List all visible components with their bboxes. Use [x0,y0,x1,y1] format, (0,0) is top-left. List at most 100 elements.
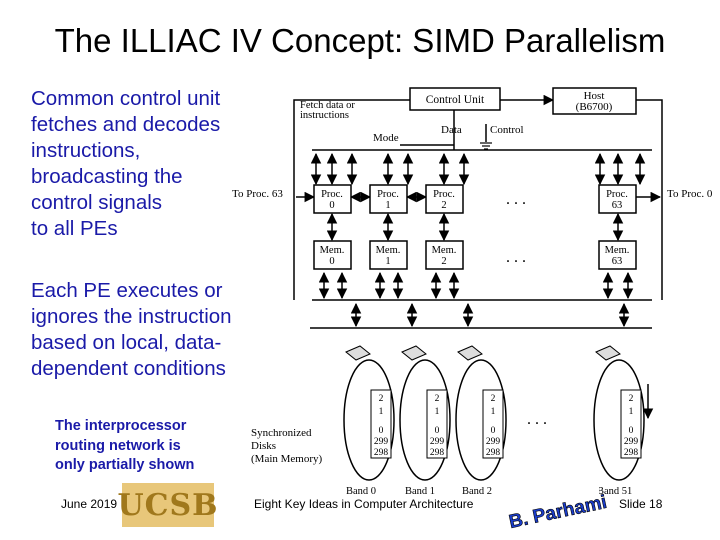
disk-row: 298 [486,448,501,458]
to-proc-right-label: To Proc. 0 [667,188,713,200]
disk-row: 298 [624,448,639,458]
bullet-line: instructions, [31,139,141,162]
disk-row: 2 [629,394,634,404]
control-unit-label: Control Unit [426,94,485,106]
disk-label: (Main Memory) [251,453,323,465]
disk-ellipsis: . . . [527,411,547,428]
band-label: Band 0 [346,486,376,497]
disk-row: 2 [379,394,384,404]
note-line: only partially shown [55,457,195,473]
proc-num: 0 [329,200,334,211]
disk-row: 299 [430,437,445,447]
disk-row: 299 [624,437,639,447]
slide-title: The ILLIAC IV Concept: SIMD Parallelism [54,22,666,59]
mem-box [369,240,408,270]
proc-name: Proc. [321,189,343,200]
parhami-logo: B. Parhami [507,484,609,533]
mem-box [425,240,464,270]
mem-name: Mem. [432,245,457,256]
host-label: Host [584,90,605,102]
mode-label: Mode [373,132,399,144]
disk-row: 0 [629,426,634,436]
control-label: Control [490,124,524,136]
fetch-label: Fetch data or [300,100,355,111]
band-label: Band 51 [597,486,632,497]
mem-box [598,240,637,270]
bullet-line: based on local, data- [31,331,222,354]
ucsb-logo: UCSB [117,483,218,527]
disk [399,359,451,481]
mem-box [313,240,352,270]
left-bus-line [293,99,410,300]
bullet-line: fetches and decodes [31,113,221,136]
disk-row: 1 [379,407,384,417]
disk-row: 299 [374,437,389,447]
bullet-line: Common control unit [31,87,221,110]
proc-num: 63 [612,200,623,211]
mem-num: 2 [441,256,446,267]
disk-row: 0 [491,426,496,436]
proc-name: Proc. [433,189,455,200]
disk-row: 1 [629,407,634,417]
bullet-line: broadcasting the [31,165,183,188]
mem-num: 63 [612,256,623,267]
disk-label: Synchronized [251,427,312,439]
ucsb-logo-text: UCSB [117,487,219,523]
proc-num: 2 [441,200,446,211]
bullet-line: control signals [31,191,163,214]
proc-box [313,184,352,214]
disk-track [370,389,392,459]
disk-row: 299 [486,437,501,447]
fetch-label: instructions [300,110,349,121]
disk-track [482,389,504,459]
mem-name: Mem. [376,245,401,256]
disk [343,359,395,481]
band-label: Band 2 [462,486,492,497]
disk-row: 298 [374,448,389,458]
mem-name: Mem. [320,245,345,256]
bullet-line: dependent conditions [31,357,226,380]
bullet-control-unit: Common control unit fetches and decodes … [31,86,220,242]
disk-row: 0 [435,426,440,436]
note-line: routing network is [55,437,181,454]
note-line: The interprocessor [55,418,187,434]
routing-network-note: The interprocessor routing network is on… [55,417,194,476]
ground-icon [480,142,492,150]
proc-name: Proc. [606,189,628,200]
disk-row: 2 [491,394,496,404]
to-proc-left-label: To Proc. 63 [232,188,283,200]
proc-box [369,184,408,214]
bullet-line: to all PEs [31,217,118,240]
disk-heads [345,345,621,361]
disk-row: 2 [435,394,440,404]
mem-name: Mem. [605,245,630,256]
mem-num: 1 [385,256,390,267]
disks [343,359,645,481]
band-label: Band 1 [405,486,435,497]
mem-num: 0 [329,256,334,267]
bullet-line: ignores the instruction [31,305,232,328]
proc-arrows [310,152,646,186]
footer-date: June 2019 [61,497,118,511]
bus-arrows [318,271,634,328]
disk-row: 298 [430,448,445,458]
data-label: Data [441,124,462,136]
proc-ellipsis: . . . [506,191,526,208]
footer-course-title: Eight Key Ideas in Computer Architecture [254,497,474,511]
mem-arrows [326,212,624,242]
proc-num: 1 [385,200,390,211]
disk-row: 1 [435,407,440,417]
disk-track [426,389,448,459]
host-label: (B6700) [576,101,613,113]
proc-box [598,184,637,214]
bullet-pe-execution: Each PE executes or ignores the instruct… [31,278,232,382]
control-unit-box [409,87,501,111]
disk-track [620,389,642,459]
host-box [552,87,637,115]
slide-number: Slide 18 [619,497,663,511]
disk [593,359,645,481]
right-bus-line [636,99,663,300]
bullet-line: Each PE executes or [31,279,223,302]
disk [455,359,507,481]
